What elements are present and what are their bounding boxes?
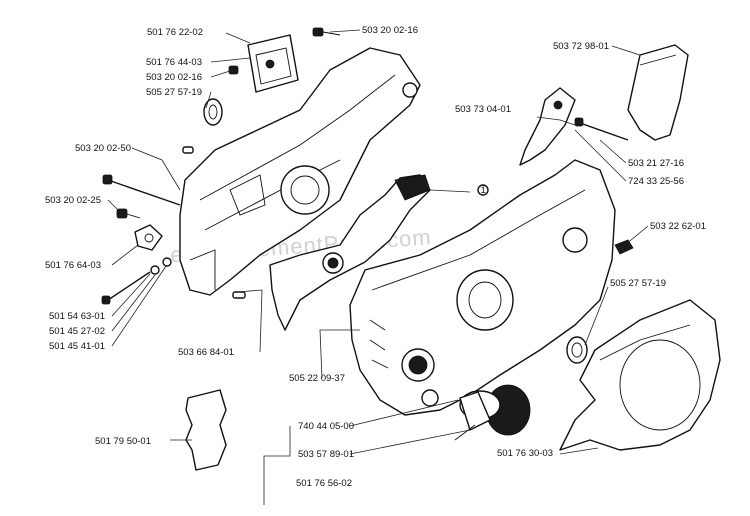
spike-bumper xyxy=(185,389,227,471)
label-724-33-25-56: 724 33 25-56 xyxy=(628,176,684,187)
left-crankcase-half xyxy=(179,47,421,296)
oil-pump-assembly xyxy=(454,384,531,441)
callout-1-label: 1 xyxy=(481,185,486,196)
label-501-76-44-03: 501 76 44-03 xyxy=(146,57,202,68)
label-503-73-04-01: 503 73 04-01 xyxy=(455,104,511,115)
part-number-labels: 501 76 22-02 503 20 02-16 501 76 44-03 5… xyxy=(45,25,706,489)
deflector xyxy=(627,44,689,141)
label-501-45-27-02: 501 45 27-02 xyxy=(49,326,105,337)
label-501-76-56-02: 501 76 56-02 xyxy=(296,478,352,489)
label-503-72-98-01: 503 72 98-01 xyxy=(553,41,609,52)
label-501-76-22-02: 501 76 22-02 xyxy=(147,27,203,38)
label-505-22-09-37: 505 22 09-37 xyxy=(289,373,345,384)
label-501-79-50-01: 501 79 50-01 xyxy=(95,436,151,447)
label-501-76-30-03: 501 76 30-03 xyxy=(497,448,553,459)
cover-plate xyxy=(247,34,299,93)
label-505-27-57-19-right: 505 27 57-19 xyxy=(610,278,666,289)
label-505-27-57-19-left: 505 27 57-19 xyxy=(146,87,202,98)
label-503-20-02-25: 503 20 02-25 xyxy=(45,195,101,206)
bearing-middle xyxy=(322,252,344,274)
dowel-pin-lower xyxy=(232,291,246,299)
label-503-20-02-50: 503 20 02-50 xyxy=(75,143,131,154)
gasket xyxy=(269,174,431,331)
label-740-44-05-00: 740 44 05-00 xyxy=(298,421,354,432)
right-crankcase-half xyxy=(349,159,616,416)
dowel-pin-upper xyxy=(182,146,194,154)
screw-mid xyxy=(228,65,239,75)
bolt-small xyxy=(116,208,141,219)
chain-guide-plate xyxy=(519,87,576,166)
label-503-20-02-16-mid: 503 20 02-16 xyxy=(146,72,202,83)
screw-right xyxy=(574,117,629,141)
label-503-21-27-16: 503 21 27-16 xyxy=(628,158,684,169)
seal-right xyxy=(566,336,588,364)
seal-left xyxy=(203,98,223,126)
bracket-part xyxy=(134,224,163,251)
bolt-lower xyxy=(101,257,172,305)
label-503-66-84-01: 503 66 84-01 xyxy=(178,347,234,358)
label-501-54-63-01: 501 54 63-01 xyxy=(49,311,105,322)
callout-1: 1 xyxy=(477,184,489,196)
label-503-20-02-16-top: 503 20 02-16 xyxy=(362,25,418,36)
clutch-cover xyxy=(559,299,721,451)
label-503-57-89-01: 503 57 89-01 xyxy=(298,449,354,460)
bolt-upper xyxy=(102,174,181,206)
clip-right xyxy=(614,239,634,255)
label-503-22-62-01: 503 22 62-01 xyxy=(650,221,706,232)
label-501-45-41-01: 501 45 41-01 xyxy=(49,341,105,352)
label-501-76-64-03: 501 76 64-03 xyxy=(45,260,101,271)
screw-top xyxy=(312,27,341,37)
leader-lines xyxy=(107,29,649,505)
